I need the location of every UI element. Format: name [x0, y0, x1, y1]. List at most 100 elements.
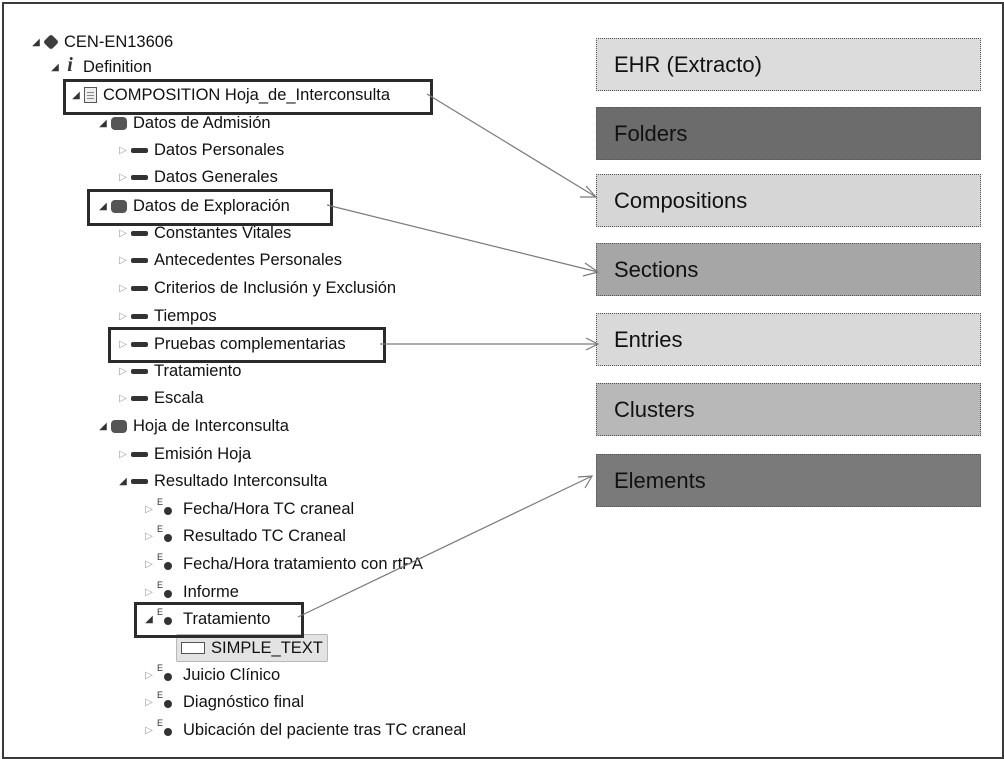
- collapsed-arrow-icon[interactable]: ▷: [119, 171, 127, 183]
- level-label: Elements: [614, 467, 706, 493]
- level-compositions-box: Compositions: [596, 174, 981, 227]
- tree-node-element[interactable]: ◢ Tratamiento: [141, 606, 270, 632]
- collapsed-arrow-icon[interactable]: ▷: [119, 310, 127, 322]
- tree-node-label: Datos de Admisión: [133, 113, 271, 132]
- collapsed-arrow-icon[interactable]: ▷: [119, 365, 127, 377]
- entry-icon: [131, 285, 148, 291]
- collapsed-arrow-icon[interactable]: ▷: [145, 530, 153, 542]
- tree-node-definition[interactable]: ◢ i Definition: [47, 54, 152, 80]
- tree-node-entry[interactable]: ▷ Pruebas complementarias: [115, 331, 346, 357]
- level-label: Folders: [614, 120, 688, 146]
- tree-node-label: Pruebas complementarias: [154, 334, 346, 353]
- element-icon: [157, 607, 177, 627]
- tree-node-label: Fecha/Hora tratamiento con rtPA: [183, 554, 423, 573]
- entry-icon: [131, 147, 148, 153]
- collapsed-arrow-icon[interactable]: ▷: [145, 586, 153, 598]
- arrowhead: [577, 475, 594, 489]
- entry-icon: [131, 230, 148, 236]
- expanded-arrow-icon[interactable]: ◢: [99, 117, 107, 129]
- tree-node-entry[interactable]: ▷ Criterios de Inclusión y Exclusión: [115, 275, 396, 301]
- tree-node-element[interactable]: ▷ Juicio Clínico: [141, 662, 280, 688]
- collapsed-arrow-icon[interactable]: ▷: [145, 503, 153, 515]
- tree-node-element[interactable]: ▷ Resultado TC Craneal: [141, 523, 346, 549]
- tree-node-entry[interactable]: ▷ Tiempos: [115, 303, 217, 329]
- element-icon: [157, 690, 177, 710]
- arrowhead: [585, 337, 600, 351]
- tree-node-label: Datos de Exploración: [133, 196, 290, 215]
- collapsed-arrow-icon[interactable]: ▷: [119, 227, 127, 239]
- expanded-arrow-icon[interactable]: ◢: [119, 475, 127, 487]
- tree-node-entry[interactable]: ▷ Emisión Hoja: [115, 441, 251, 467]
- tree-node-element[interactable]: ▷ Fecha/Hora tratamiento con rtPA: [141, 551, 423, 577]
- tree-node-section[interactable]: ◢ Hoja de Interconsulta: [95, 413, 289, 439]
- tree-node-label: Resultado Interconsulta: [154, 471, 328, 490]
- entry-icon: [131, 174, 148, 180]
- arrowhead: [580, 185, 598, 198]
- level-folders-box: Folders: [596, 107, 981, 160]
- collapsed-arrow-icon[interactable]: ▷: [119, 282, 127, 294]
- expanded-arrow-icon[interactable]: ◢: [32, 36, 40, 48]
- expanded-arrow-icon[interactable]: ◢: [145, 613, 153, 625]
- highlight-section: [87, 189, 333, 226]
- highlight-element: [134, 602, 304, 638]
- tree-node-element[interactable]: ▷ Ubicación del paciente tras TC craneal: [141, 717, 466, 743]
- collapsed-arrow-icon[interactable]: ▷: [145, 558, 153, 570]
- collapsed-arrow-icon[interactable]: ▷: [119, 338, 127, 350]
- tree-node-label: Antecedentes Personales: [154, 250, 343, 269]
- tree-node-label: Resultado TC Craneal: [183, 526, 346, 545]
- tree-node-entry[interactable]: ▷ Datos Personales: [115, 137, 284, 163]
- tree-node-datatype[interactable]: SIMPLE_TEXT: [176, 634, 328, 662]
- collapsed-arrow-icon[interactable]: ▷: [119, 392, 127, 404]
- expanded-arrow-icon[interactable]: ◢: [99, 200, 107, 212]
- collapsed-arrow-icon[interactable]: ▷: [119, 254, 127, 266]
- tree-node-element[interactable]: ▷ Diagnóstico final: [141, 689, 304, 715]
- tree-node-entry[interactable]: ▷ Constantes Vitales: [115, 220, 291, 246]
- collapsed-arrow-icon[interactable]: ▷: [145, 724, 153, 736]
- section-icon: [111, 116, 127, 130]
- tree-node-entry[interactable]: ▷ Tratamiento: [115, 358, 241, 384]
- entry-icon: [131, 313, 148, 319]
- collapsed-arrow-icon[interactable]: ▷: [145, 696, 153, 708]
- tree-node-label: CEN-EN13606: [64, 32, 174, 51]
- highlight-entry: [108, 327, 386, 363]
- tree-node-section[interactable]: ◢ Datos de Exploración: [95, 193, 290, 219]
- element-icon: [157, 524, 177, 544]
- collapsed-arrow-icon[interactable]: ▷: [119, 448, 127, 460]
- tree-node-entry[interactable]: ▷ Escala: [115, 385, 203, 411]
- info-icon: i: [67, 53, 73, 76]
- tree-node-entry[interactable]: ◢ Resultado Interconsulta: [115, 468, 327, 494]
- expanded-arrow-icon[interactable]: ◢: [51, 61, 59, 73]
- arrow-section: [326, 204, 599, 273]
- level-clusters-box: Clusters: [596, 383, 981, 436]
- level-ehr-box: EHR (Extracto): [596, 38, 981, 91]
- tree-node-label: Tiempos: [154, 306, 217, 325]
- collapsed-arrow-icon[interactable]: ▷: [145, 669, 153, 681]
- expanded-arrow-icon[interactable]: ◢: [72, 89, 80, 101]
- collapsed-arrow-icon[interactable]: ▷: [119, 144, 127, 156]
- tree-node-entry[interactable]: ▷ Antecedentes Personales: [115, 247, 342, 273]
- level-label: Sections: [614, 256, 699, 282]
- tree-node-label: Tratamiento: [183, 609, 271, 628]
- tree-node-label: COMPOSITION Hoja_de_Interconsulta: [103, 85, 391, 104]
- tree-node-label: Fecha/Hora TC craneal: [183, 499, 355, 518]
- entry-icon: [131, 451, 148, 457]
- entry-icon: [131, 368, 148, 374]
- element-icon: [157, 663, 177, 683]
- tree-node-element[interactable]: ▷ Informe: [141, 579, 239, 605]
- tree-node-label: Datos Generales: [154, 167, 278, 186]
- tree-node-element[interactable]: ▷ Fecha/Hora TC craneal: [141, 496, 354, 522]
- level-label: EHR (Extracto): [614, 51, 762, 77]
- entry-icon: [131, 478, 148, 484]
- tree-node-label: Ubicación del paciente tras TC craneal: [183, 720, 467, 739]
- tree-node-root[interactable]: ◢ CEN-EN13606: [28, 29, 173, 55]
- tree-node-entry[interactable]: ▷ Datos Generales: [115, 164, 278, 190]
- level-entries-box: Entries: [596, 313, 981, 366]
- tree-node-section[interactable]: ◢ Datos de Admisión: [95, 110, 271, 136]
- element-icon: [157, 718, 177, 738]
- level-label: Compositions: [614, 187, 748, 213]
- level-label: Clusters: [614, 396, 695, 422]
- tree-node-label: Constantes Vitales: [154, 223, 292, 242]
- tree-node-composition[interactable]: ◢ COMPOSITION Hoja_de_Interconsulta: [68, 82, 390, 108]
- expanded-arrow-icon[interactable]: ◢: [99, 420, 107, 432]
